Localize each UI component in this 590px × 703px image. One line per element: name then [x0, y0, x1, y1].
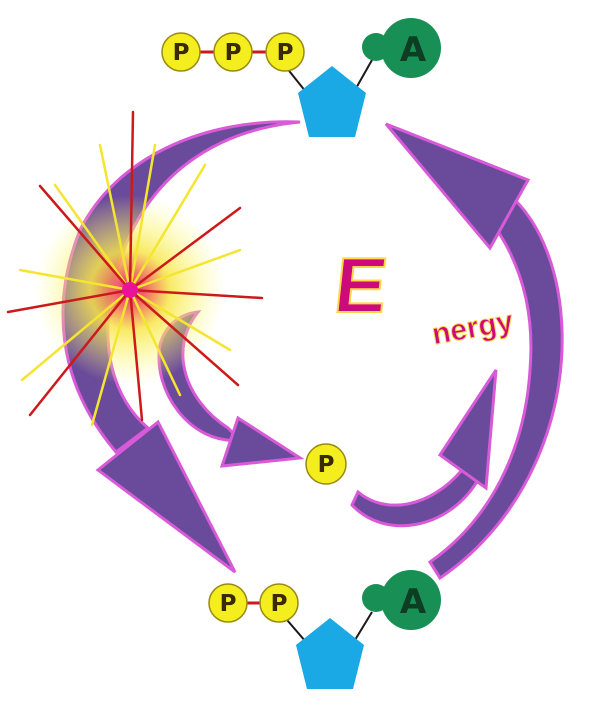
adp-phosphate-2: P [259, 583, 299, 623]
adp-phosphate-1: P [208, 583, 248, 623]
energy-burst [6, 110, 264, 427]
free-phosphate: P [305, 443, 347, 485]
synthesis-arrow-body [427, 197, 564, 581]
svg-text:P: P [220, 591, 237, 617]
adp-ribose-pentagon [296, 618, 364, 689]
energy-burst-core [122, 282, 138, 298]
hydrolysis-arrow-head [95, 419, 237, 574]
atp-ribose-pentagon [298, 66, 366, 137]
energy-label-capital: E [330, 241, 391, 329]
energy-input-arrow-body [350, 468, 481, 528]
energy-label-rest: nergy [429, 305, 515, 352]
atp-adenine: A [362, 18, 441, 78]
atp-phosphate-2: P [213, 32, 253, 72]
svg-text:P: P [271, 591, 288, 617]
svg-text:A: A [400, 30, 427, 70]
svg-text:P: P [318, 452, 335, 478]
svg-text:P: P [173, 40, 190, 66]
svg-text:P: P [277, 40, 294, 66]
synthesis-arrow [384, 122, 564, 581]
energy-input-arrow [350, 369, 498, 528]
energy-input-arrow-head [437, 369, 498, 491]
synthesis-arrow-head [384, 122, 531, 251]
svg-text:A: A [400, 582, 427, 622]
phosphate-release-arrow-head [219, 415, 305, 468]
atp-phosphate-1: P [161, 32, 201, 72]
adp-molecule: P P A [208, 570, 441, 689]
adp-adenine: A [362, 570, 441, 630]
atp-molecule: P P P A [161, 18, 441, 137]
energy-label: E nergy [329, 240, 516, 352]
svg-text:P: P [225, 40, 242, 66]
atp-phosphate-3: P [265, 32, 305, 72]
